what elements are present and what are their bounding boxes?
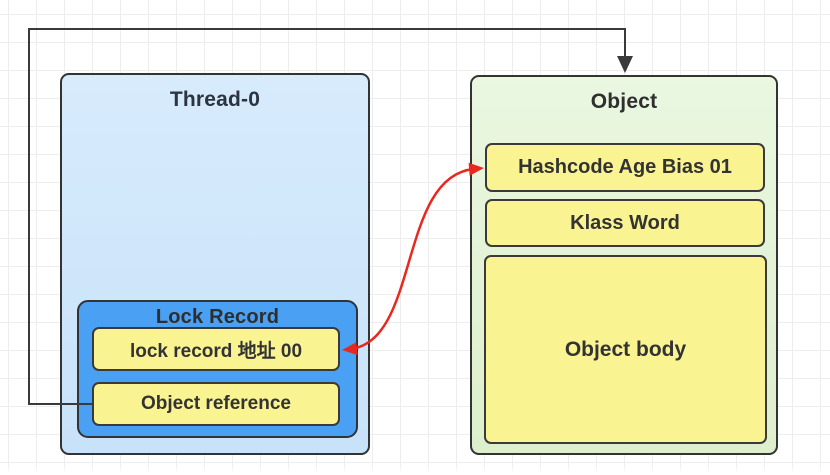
hashcode-age-bias-row: Hashcode Age Bias 01: [485, 143, 765, 192]
black-arrowhead-down-icon: [617, 56, 633, 73]
lock-record-address-row: lock record 地址 00: [92, 327, 340, 371]
klass-word-row: Klass Word: [485, 199, 765, 247]
object-title: Object: [590, 90, 658, 113]
object-body-row: Object body: [484, 255, 767, 444]
object-reference-row: Object reference: [92, 382, 340, 426]
thread-0-title: Thread-0: [169, 88, 261, 111]
lock-record-title: Lock Record: [155, 306, 280, 328]
bottom-fade: [0, 465, 830, 475]
